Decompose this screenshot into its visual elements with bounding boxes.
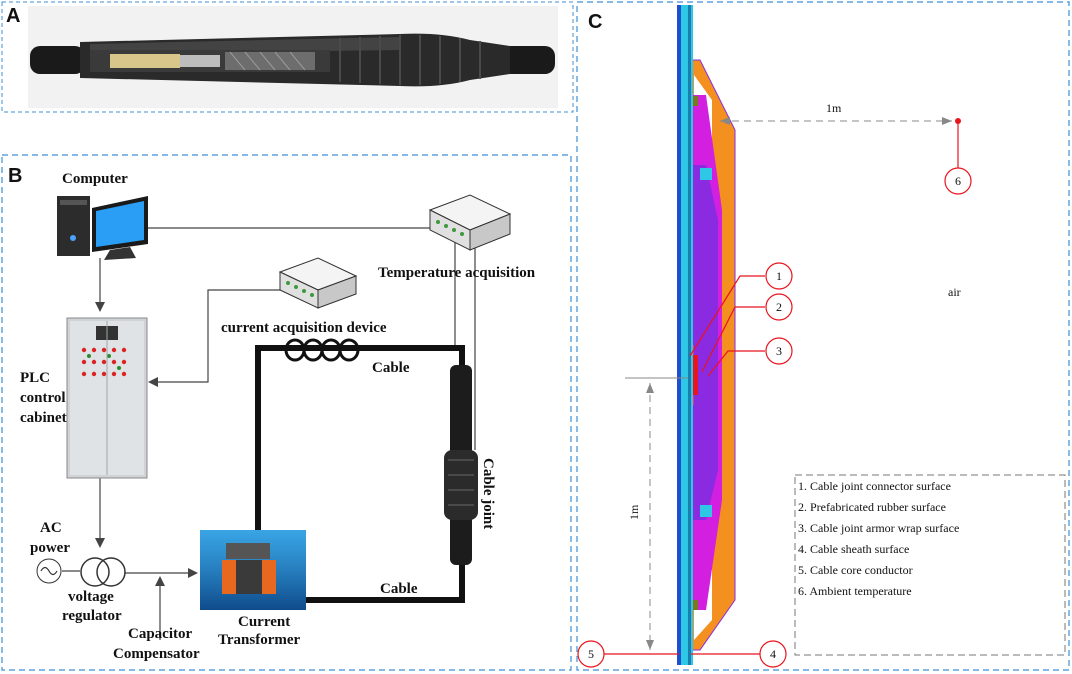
- svg-text:5: 5: [588, 647, 594, 661]
- computer-icon: [57, 196, 148, 260]
- cable-joint-model: [677, 5, 736, 665]
- cable-bottom-label: Cable: [380, 581, 418, 597]
- dimension-arrows: [646, 117, 952, 650]
- signal-wires: [62, 227, 476, 640]
- cable-top-label: Cable: [372, 360, 410, 376]
- svg-text:3: 3: [776, 344, 782, 358]
- panel-b-label: B: [8, 165, 22, 187]
- dimension-lines: [649, 120, 952, 650]
- panel-c-frame: [576, 1, 1070, 671]
- marker-3: 3: [765, 337, 793, 365]
- marker-2: 2: [765, 293, 793, 321]
- computer-label: Computer: [62, 171, 128, 187]
- panel-a-frame: [1, 1, 574, 113]
- legend-item-1: 1. Cable joint connector surface: [798, 479, 951, 493]
- capacitor-label-line2: Compensator: [113, 646, 200, 662]
- legend-item-6: 6. Ambient temperature: [798, 584, 912, 598]
- cable-joint-label: Cable joint: [480, 458, 496, 529]
- svg-text:6: 6: [955, 174, 961, 188]
- dim-vertical-label: 1m: [627, 504, 641, 520]
- panel-b-frame: [1, 154, 572, 671]
- panel-a-label: A: [6, 5, 20, 27]
- transformer-label-line2: Transformer: [218, 632, 301, 648]
- plc-label-line2: control: [20, 390, 66, 406]
- current-transformer-icon: [200, 530, 306, 610]
- panel-b: B: [1, 154, 572, 671]
- panel-c-label: C: [588, 11, 602, 33]
- plc-label-line3: cabinet: [20, 410, 67, 426]
- svg-text:2: 2: [776, 300, 782, 314]
- arrowheads: [95, 302, 198, 586]
- plc-cabinet-icon: [66, 317, 148, 479]
- svg-text:1: 1: [776, 269, 782, 283]
- capacitor-label-line1: Capacitor: [128, 626, 192, 642]
- panel-a: A: [1, 1, 574, 113]
- cable-joint-icon: [444, 365, 478, 565]
- transformer-label-line1: Current: [238, 614, 290, 630]
- temperature-acquisition-icon: [428, 194, 512, 251]
- temperature-acquisition-label: Temperature acquisition: [378, 265, 536, 281]
- plc-label-line1: PLC: [20, 370, 50, 386]
- legend-item-5: 5. Cable core conductor: [798, 563, 913, 577]
- current-acquisition-icon: [278, 257, 358, 309]
- marker-5: 5: [577, 640, 605, 668]
- marker-1: 1: [765, 262, 793, 290]
- voltage-regulator-icon: [80, 557, 126, 587]
- legend: 1. Cable joint connector surface 2. Pref…: [794, 474, 1066, 656]
- legend-item-3: 3. Cable joint armor wrap surface: [798, 521, 959, 535]
- marker-6: 6: [944, 167, 972, 195]
- ac-label-line1: AC: [40, 520, 62, 536]
- panel-c: C: [576, 1, 1070, 671]
- ambient-point: [955, 118, 961, 124]
- cable-loop: [255, 345, 465, 603]
- legend-item-4: 4. Cable sheath surface: [798, 542, 909, 556]
- cable-joint-photo: [30, 33, 555, 87]
- ac-power-icon: [36, 558, 62, 584]
- current-coils: [284, 338, 360, 362]
- svg-text:4: 4: [770, 647, 776, 661]
- marker-4: 4: [759, 640, 787, 668]
- leader-lines: [604, 121, 959, 655]
- legend-item-2: 2. Prefabricated rubber surface: [798, 500, 946, 514]
- ac-label-line2: power: [30, 540, 70, 556]
- air-label: air: [948, 285, 961, 299]
- current-acquisition-label: current acquisition device: [221, 320, 387, 336]
- voltage-label-line2: regulator: [62, 608, 122, 624]
- voltage-label-line1: voltage: [68, 589, 114, 605]
- dim-horizontal-label: 1m: [826, 101, 842, 115]
